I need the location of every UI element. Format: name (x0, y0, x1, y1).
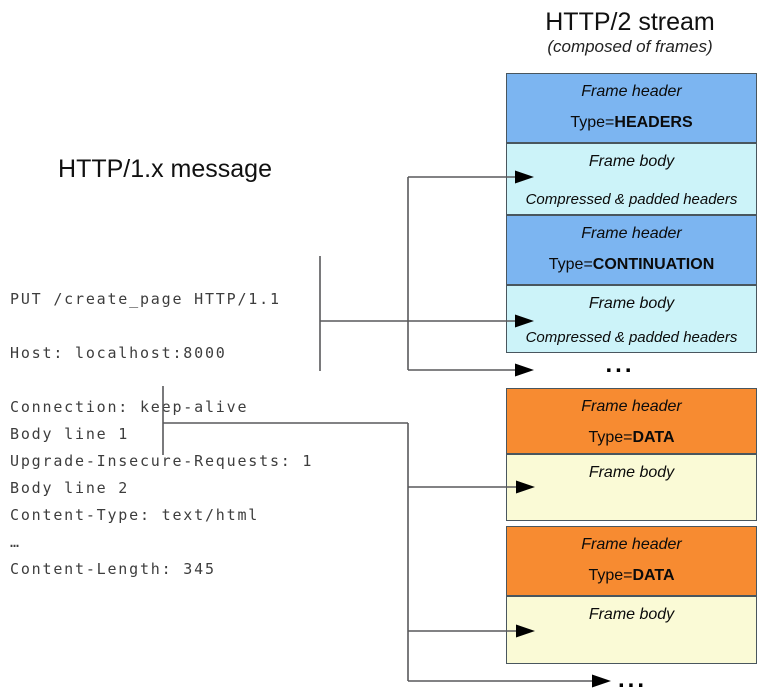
frame-header-label: Frame header (581, 83, 682, 100)
frame-data2-header: Frame header Type=DATA (506, 526, 757, 596)
type-value: CONTINUATION (592, 256, 715, 273)
frame-headers-header: Frame header Type=HEADERS (506, 73, 757, 143)
http1-request-text: PUT /create_page HTTP/1.1 Host: localhos… (10, 254, 313, 614)
http1-body-text: Body line 1 Body line 2 … (10, 389, 129, 587)
frame-header-label: Frame header (581, 398, 682, 415)
frame-data2-body: Frame body (506, 596, 757, 664)
type-prefix: Type= (570, 114, 615, 131)
frame-type-label: Type=DATA (507, 429, 756, 447)
http2-stream-subtitle: (composed of frames) (547, 37, 713, 56)
frame-header-label: Frame header (581, 536, 682, 553)
frame-type-label: Type=CONTINUATION (507, 256, 756, 274)
request-line: Content-Length: 345 (10, 560, 216, 578)
stream-ellipsis-mid: ... (605, 351, 635, 378)
type-value: DATA (632, 567, 675, 584)
type-value: HEADERS (614, 114, 693, 131)
type-prefix: Type= (588, 567, 633, 584)
request-line: Connection: keep-alive (10, 398, 249, 416)
frame-body-label: Frame body (588, 153, 675, 170)
request-line: Content-Type: text/html (10, 506, 260, 524)
frame-body-note: Compressed & padded headers (525, 329, 738, 346)
type-prefix: Type= (548, 256, 593, 273)
frame-data1-header: Frame header Type=DATA (506, 388, 757, 454)
frame-continuation-body: Frame body Compressed & padded headers (506, 285, 757, 353)
frame-body-label: Frame body (588, 606, 675, 623)
type-prefix: Type= (588, 429, 633, 446)
body-line: Body line 2 (10, 479, 130, 497)
http2-stream-title: HTTP/2 stream (545, 8, 715, 36)
request-line: PUT /create_page HTTP/1.1 (10, 290, 281, 308)
frame-header-label: Frame header (581, 225, 682, 242)
request-line: Host: localhost:8000 (10, 344, 227, 362)
frame-type-label: Type=DATA (507, 567, 756, 585)
frame-type-label: Type=HEADERS (507, 114, 756, 132)
frame-body-note: Compressed & padded headers (525, 191, 738, 208)
arrowhead-mid-ellipsis-icon (515, 363, 534, 377)
frame-continuation-header: Frame header Type=CONTINUATION (506, 215, 757, 285)
body-line: … (10, 533, 21, 551)
stream-ellipsis-end: ... (618, 666, 648, 690)
frame-body-label: Frame body (588, 464, 675, 481)
frame-data1-body: Frame body (506, 454, 757, 521)
arrowhead-end-ellipsis-icon (592, 674, 611, 688)
request-line: Upgrade-Insecure-Requests: 1 (10, 452, 314, 470)
http1-message-title: HTTP/1.x message (58, 155, 272, 183)
body-line: Body line 1 (10, 425, 130, 443)
frame-body-label: Frame body (588, 295, 675, 312)
type-value: DATA (632, 429, 675, 446)
frame-headers-body: Frame body Compressed & padded headers (506, 143, 757, 215)
